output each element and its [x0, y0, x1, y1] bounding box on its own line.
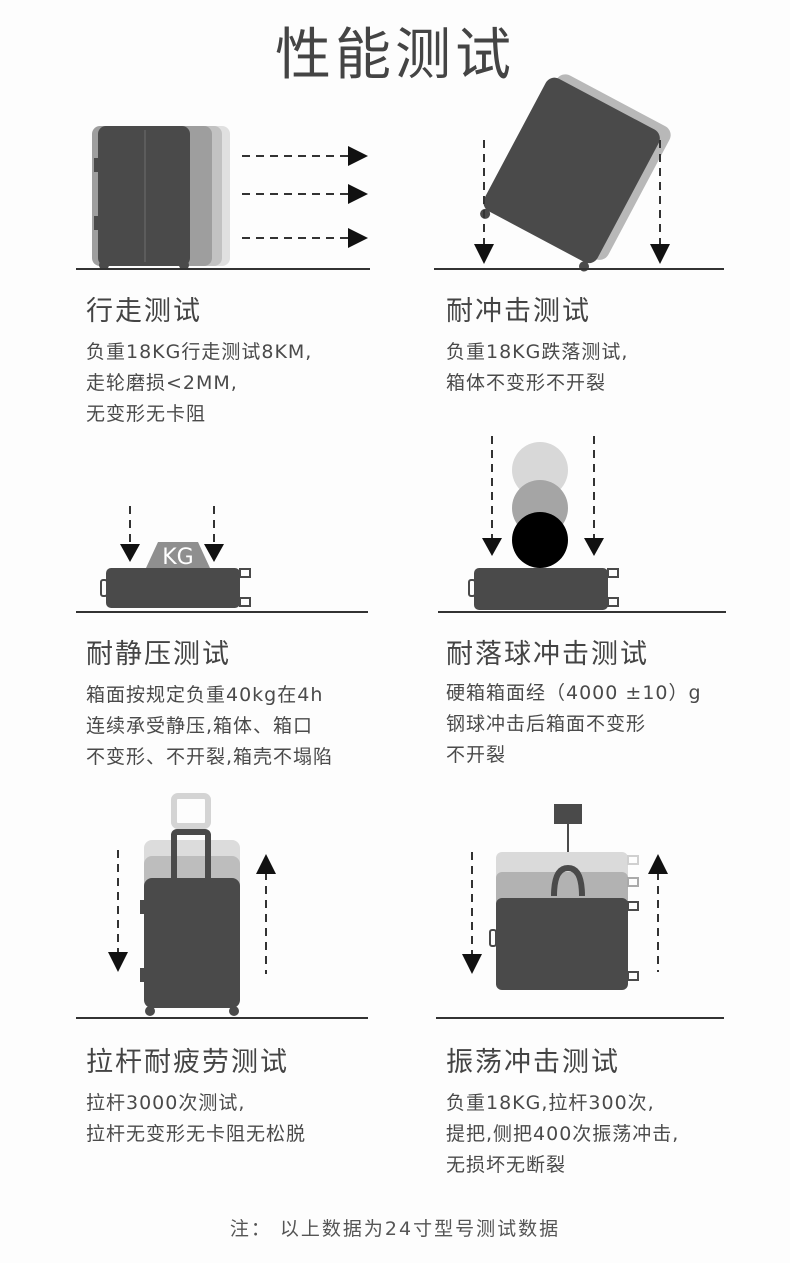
section-desc-handle-fatigue: 拉杆3000次测试, 拉杆无变形无卡阻无松脱 [86, 1092, 307, 1145]
section-title-handle-fatigue: 拉杆耐疲劳测试 [86, 1047, 289, 1078]
section-title-falling-ball: 耐落球冲击测试 [446, 639, 649, 670]
section-title-static-pressure: 耐静压测试 [86, 639, 231, 670]
section-desc-walking: 负重18KG行走测试8KM, 走轮磨损<2MM, 无变形无卡阻 [86, 341, 313, 425]
section-desc-vibration: 负重18KG,拉杆300次, 提把,侧把400次振荡冲击, 无损坏无断裂 [446, 1092, 680, 1176]
static-pressure-illustration: KG [76, 506, 368, 613]
handle-fatigue-illustration [76, 793, 368, 1019]
section-desc-impact: 负重18KG跌落测试, 箱体不变形不开裂 [446, 341, 629, 394]
section-title-impact: 耐冲击测试 [446, 296, 591, 327]
falling-ball-illustration [438, 436, 726, 613]
section-desc-static-pressure: 箱面按规定负重40kg在4h 连续承受静压,箱体、箱口 不变形、不开裂,箱壳不塌… [86, 684, 334, 768]
impact-test-illustration [434, 74, 724, 272]
section-desc-falling-ball: 硬箱箱面经（4000 ±10）g 钢球冲击后箱面不变形 不开裂 [446, 682, 702, 766]
section-title-walking: 行走测试 [86, 296, 202, 327]
section-title-vibration: 振荡冲击测试 [446, 1047, 620, 1078]
page-title: 性能测试 [275, 23, 515, 88]
walking-test-illustration [76, 126, 370, 270]
footnote: 注： 以上数据为24寸型号测试数据 [229, 1218, 561, 1240]
vibration-test-illustration [436, 804, 724, 1019]
weight-label: KG [162, 545, 193, 570]
